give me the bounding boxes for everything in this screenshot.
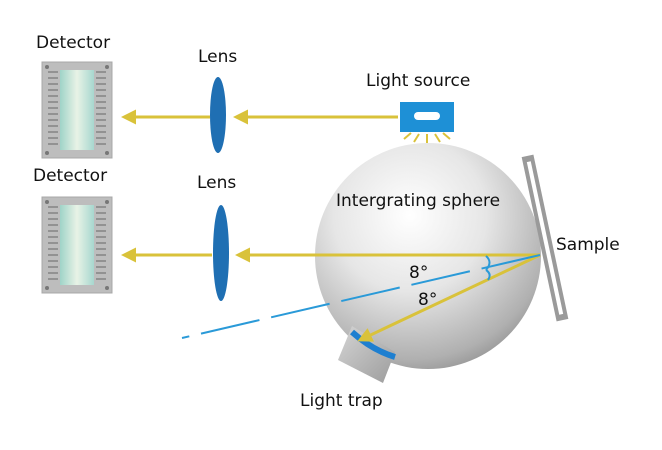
sample	[521, 154, 569, 322]
detector-pins	[48, 206, 106, 280]
detector-sensor	[60, 70, 94, 150]
lens-bottom-label: Lens	[197, 173, 236, 193]
sphere-label: Intergrating sphere	[336, 191, 500, 211]
lens-bottom: Lens	[197, 173, 236, 301]
light-source-emitter	[414, 112, 440, 120]
angle-arc-icon	[485, 255, 491, 271]
light-source-label: Light source	[366, 71, 470, 91]
angle-upper-label: 8°	[409, 263, 428, 283]
light-trap: Light trap	[300, 326, 396, 411]
sample-label: Sample	[556, 235, 620, 255]
light-trap-label: Light trap	[300, 391, 383, 411]
angle-lower-label: 8°	[418, 290, 437, 310]
lens-top: Lens	[198, 47, 237, 153]
sample-surface	[526, 161, 564, 315]
detector-bottom-label: Detector	[33, 166, 107, 186]
detector-pins	[48, 71, 106, 145]
light-trap-lining	[349, 329, 396, 360]
normal-line	[181, 254, 541, 339]
detector-top-label: Detector	[36, 33, 110, 53]
angle-arc-icon	[485, 269, 491, 281]
lens-icon	[213, 205, 229, 301]
specular-to-trap-beam	[357, 253, 541, 342]
light-trap-housing	[338, 326, 395, 383]
detector-sensor	[60, 205, 94, 285]
lens-top-label: Lens	[198, 47, 237, 67]
light-rays-icon	[403, 132, 451, 143]
detector-bottom: Detector	[33, 166, 113, 294]
detector-top: Detector	[36, 33, 113, 159]
lens-icon	[210, 77, 226, 153]
light-source: Light source	[366, 71, 470, 143]
